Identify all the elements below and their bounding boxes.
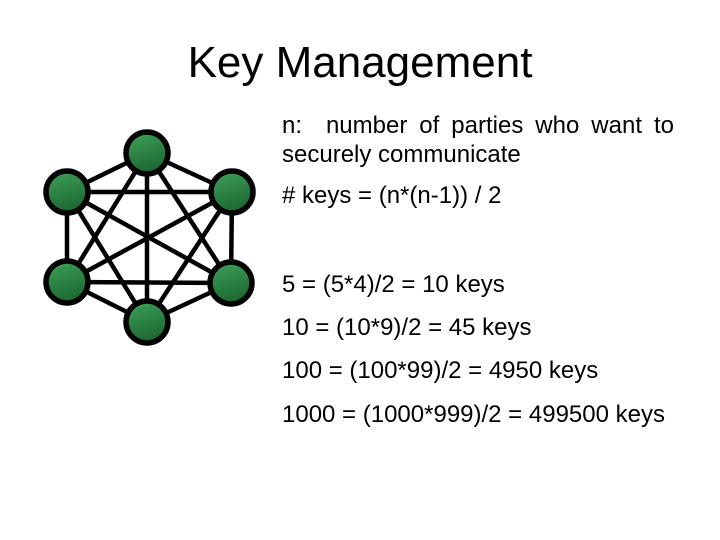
body-paragraph-example-100: 100 = (100*99)/2 = 4950 keys (282, 357, 599, 384)
body-paragraph-example-10: 10 = (10*9)/2 = 45 keys (282, 314, 532, 341)
network-node-lower-left (43, 258, 91, 306)
network-edge (65, 151, 149, 284)
slide-title: Key Management (187, 38, 533, 87)
network-node-lower-right (207, 259, 255, 307)
network-node-upper-left (43, 168, 91, 216)
network-node-top (123, 129, 171, 177)
network-edge (65, 190, 233, 285)
network-node-upper-right (208, 168, 256, 216)
body-paragraph-definition: n: number of parties who want to securel… (282, 112, 681, 168)
network-edge (65, 190, 149, 324)
network-node-bottom (123, 298, 171, 346)
network-edge (145, 190, 234, 324)
network-edge (66, 279, 232, 286)
body-paragraph-formula: # keys = (n*(n-1)) / 2 (282, 182, 502, 209)
body-paragraph-example-1000: 1000 = (1000*999)/2 = 499500 keys (282, 401, 665, 428)
body-paragraph-example-5: 5 = (5*4)/2 = 10 keys (282, 271, 505, 298)
